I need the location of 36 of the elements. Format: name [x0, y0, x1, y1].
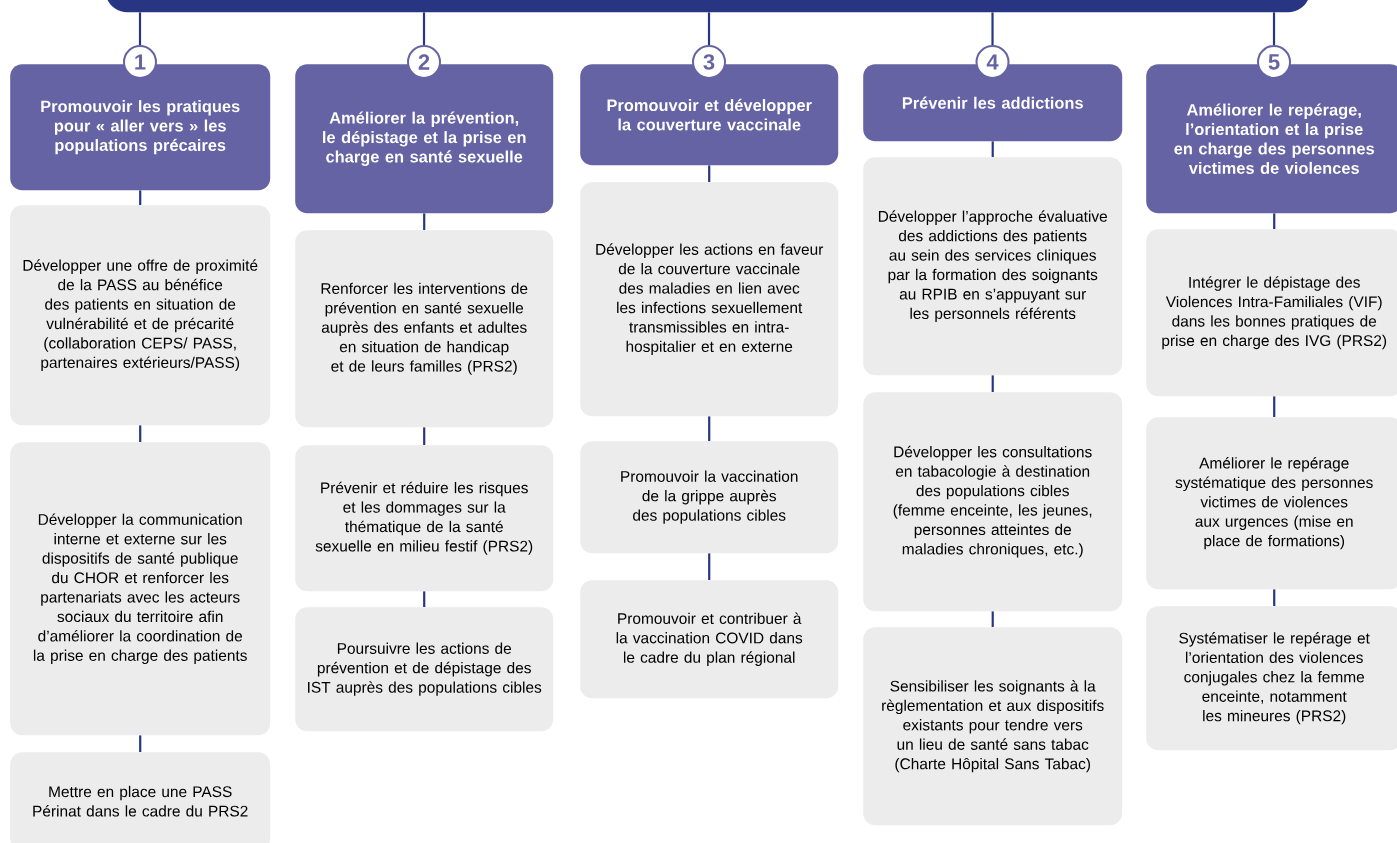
connector-line: [423, 591, 426, 607]
action-box: Intégrer le dépistage des Violences Intra-Familiales (VIF) dans les bonnes pratiques de prise en charge des IVG (PRS2): [1146, 229, 1397, 397]
action-box: Renforcer les interventions de prévention en santé sexuelle auprès des enfants et adultes en situation de handicap et de leurs familles (PRS2): [295, 230, 554, 428]
action-box: Prévenir et réduire les risques et les dommages sur la thématique de la santé sexuelle en milieu festif (PRS2): [295, 445, 554, 592]
action-box: Améliorer le repérage systématique des personnes victimes de violences aux urgences (mise en place de formations): [1146, 417, 1397, 590]
connector-line: [707, 12, 711, 45]
action-box: Poursuivre les actions de prévention et de dépistage des IST auprès des populations cibles: [295, 607, 554, 732]
connector-line: [423, 213, 426, 230]
connector-line: [1273, 589, 1276, 606]
action-box: Développer la communication interne et externe sur les dispositifs de santé publique du CHOR et renforcer les partenariats avec les acteurs sociaux du territoire afin d’améliorer la coordination de la prise en charge des patients: [10, 442, 271, 736]
connector-line: [991, 141, 994, 157]
action-box: Sensibiliser les soignants à la règlementation et aux dispositifs existants pour tendre vers un lieu de santé sans tabac (Charte Hôpital Sans Tabac): [863, 627, 1123, 826]
connector-line: [991, 12, 994, 45]
connector-line: [1273, 213, 1276, 229]
connector-line: [139, 425, 142, 442]
connector-line: [423, 427, 426, 445]
connector-line: [1273, 396, 1276, 417]
action-box: Promouvoir et contribuer à la vaccination COVID dans le cadre du plan régional: [580, 580, 839, 699]
connector-line: [708, 416, 711, 441]
connector-line: [422, 12, 426, 45]
action-box: Développer l’approche évaluative des addictions des patients au sein des services cliniques par la formation des soignants au RPIB en s’appuyant sur les personnels référents: [863, 157, 1123, 376]
connector-line: [138, 12, 142, 45]
action-box: Mettre en place une PASS Périnat dans le cadre du PRS2: [10, 752, 271, 843]
action-box: Développer les consultations en tabacologie à destination des populations cibles (femme enceinte, les jeunes, personnes atteintes de maladies chroniques, etc.): [863, 392, 1123, 612]
action-box: Développer une offre de proximité de la PASS au bénéfice des patients en situation de vulnérabilité et de précarité (collaboration CEPS/ PASS, partenaires extérieurs/PASS): [10, 205, 271, 426]
connector-line: [139, 735, 142, 752]
action-box: Promouvoir la vaccination de la grippe auprès des populations cibles: [580, 441, 839, 554]
action-box: Systématiser le repérage et l’orientation des violences conjugales chez la femme enceinte, notamment les mineures (PRS2): [1146, 606, 1397, 751]
connector-line: [991, 611, 994, 627]
action-box: Développer les actions en faveur de la couverture vaccinale des maladies en lien avec les infections sexuellement transmissibles en intra-hospitalier et en externe: [580, 182, 839, 417]
connector-line: [991, 375, 994, 392]
connector-line: [708, 553, 711, 580]
connector-line: [708, 165, 711, 182]
connector-line: [1272, 12, 1276, 45]
connector-line: [139, 190, 142, 205]
header-band: [105, 0, 1311, 13]
